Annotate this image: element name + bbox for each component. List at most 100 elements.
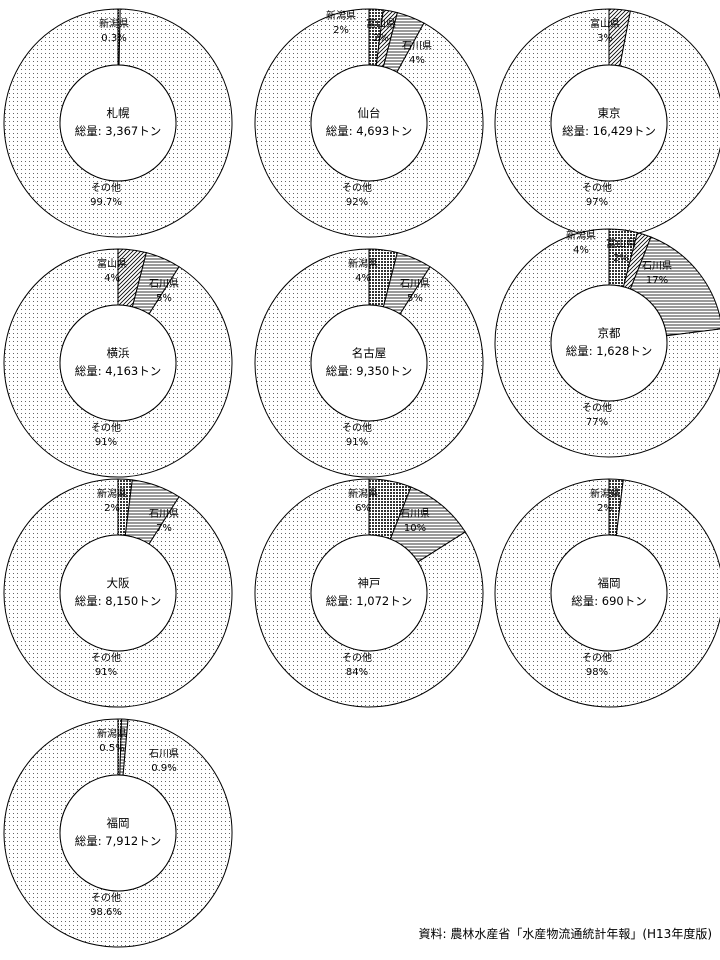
slice-label-ishikawa: 石川県: [402, 40, 432, 52]
slice-value-toyama: 4%: [104, 273, 120, 284]
slice-label-niigata: 新潟県: [97, 487, 127, 500]
city-name: 京都: [598, 326, 621, 340]
slice-label-toyama: 富山県: [366, 17, 396, 30]
slice-label-ishikawa: 石川県: [400, 278, 430, 290]
city-name: 名古屋: [352, 346, 387, 360]
slice-value-niigata: 4%: [573, 245, 589, 256]
slice-label-other: その他: [342, 181, 372, 194]
slice-label-niigata: 新潟県: [566, 229, 596, 242]
slice-label-ishikawa: 石川県: [400, 508, 430, 520]
slice-label-other: その他: [342, 421, 372, 434]
slice-label-other: その他: [91, 421, 121, 434]
donut-hole: [550, 534, 668, 652]
slice-label-other: その他: [582, 181, 612, 194]
source-note: 資料: 農林水産省「水産物流通統計年報」(H13年度版): [418, 926, 712, 941]
donut-hole: [310, 534, 428, 652]
slice-value-other: 91%: [346, 437, 368, 448]
slice-label-other: その他: [91, 891, 121, 904]
slice-value-ishikawa: 10%: [404, 523, 426, 534]
slice-label-ishikawa: 石川県: [642, 260, 672, 272]
slice-value-other: 98.6%: [90, 907, 122, 918]
donut-hole: [310, 304, 428, 422]
donut-hole: [550, 64, 668, 182]
total-volume: 総量: 1,072トン: [326, 594, 412, 608]
slice-value-other: 91%: [95, 667, 117, 678]
city-name: 札幌: [107, 106, 130, 120]
total-volume: 総量: 8,150トン: [75, 594, 161, 608]
total-volume: 総量: 690トン: [571, 594, 646, 608]
slice-value-niigata: 6%: [355, 503, 371, 514]
slice-value-ishikawa: 5%: [156, 293, 172, 304]
donut-hole: [310, 64, 428, 182]
total-volume: 総量: 4,163トン: [75, 364, 161, 378]
slice-value-other: 92%: [346, 197, 368, 208]
slice-value-niigata: 4%: [355, 273, 371, 284]
city-name: 大阪: [107, 576, 130, 590]
city-name: 福岡: [107, 816, 130, 830]
donut-hole: [59, 304, 177, 422]
slice-label-niigata: 新潟県: [99, 17, 129, 30]
slice-value-toyama: 3%: [597, 33, 613, 44]
donut-hole: [59, 64, 177, 182]
slice-value-other: 91%: [95, 437, 117, 448]
total-volume: 総量: 4,693トン: [326, 124, 412, 138]
city-name: 福岡: [598, 576, 621, 590]
slice-value-other: 99.7%: [90, 197, 122, 208]
slice-value-other: 98%: [586, 667, 608, 678]
city-name: 仙台: [358, 106, 381, 120]
slice-value-toyama: 2%: [613, 253, 629, 264]
city-name: 神戸: [358, 576, 381, 590]
slice-label-other: その他: [91, 181, 121, 194]
total-volume: 総量: 7,912トン: [75, 834, 161, 848]
slice-label-niigata: 新潟県: [326, 9, 356, 22]
slice-label-other: その他: [582, 651, 612, 664]
slice-label-toyama: 富山県: [97, 257, 127, 270]
slice-value-other: 77%: [586, 417, 608, 428]
slice-value-niigata: 2%: [333, 25, 349, 36]
slice-label-niigata: 新潟県: [97, 727, 127, 740]
donut-hole: [550, 284, 668, 402]
slice-label-other: その他: [582, 401, 612, 414]
slice-label-niigata: 新潟県: [348, 487, 378, 500]
city-name: 東京: [598, 106, 621, 120]
slice-value-ishikawa: 17%: [646, 275, 668, 286]
slice-value-other: 84%: [346, 667, 368, 678]
total-volume: 総量: 3,367トン: [75, 124, 161, 138]
total-volume: 総量: 9,350トン: [326, 364, 412, 378]
slice-label-niigata: 新潟県: [590, 487, 620, 500]
slice-value-ishikawa: 0.9%: [151, 763, 176, 774]
slice-label-ishikawa: 石川県: [149, 278, 179, 290]
slice-label-other: その他: [91, 651, 121, 664]
slice-label-toyama: 富山県: [606, 237, 636, 250]
slice-label-other: その他: [342, 651, 372, 664]
slice-value-niigata: 0.5%: [99, 743, 124, 754]
slice-value-niigata: 0.3%: [101, 33, 126, 44]
donut-hole: [59, 534, 177, 652]
slice-value-ishikawa: 7%: [156, 523, 172, 534]
slice-label-toyama: 富山県: [590, 17, 620, 30]
slice-label-niigata: 新潟県: [348, 257, 378, 270]
slice-value-other: 97%: [586, 197, 608, 208]
slice-value-toyama: 2%: [373, 33, 389, 44]
slice-value-niigata: 2%: [104, 503, 120, 514]
slice-value-ishikawa: 5%: [407, 293, 423, 304]
slice-value-niigata: 2%: [597, 503, 613, 514]
slice-label-ishikawa: 石川県: [149, 748, 179, 760]
total-volume: 総量: 16,429トン: [562, 124, 656, 138]
city-name: 横浜: [107, 346, 130, 360]
slice-value-ishikawa: 4%: [409, 55, 425, 66]
slice-label-ishikawa: 石川県: [149, 508, 179, 520]
donut-hole: [59, 774, 177, 892]
total-volume: 総量: 1,628トン: [566, 344, 652, 358]
